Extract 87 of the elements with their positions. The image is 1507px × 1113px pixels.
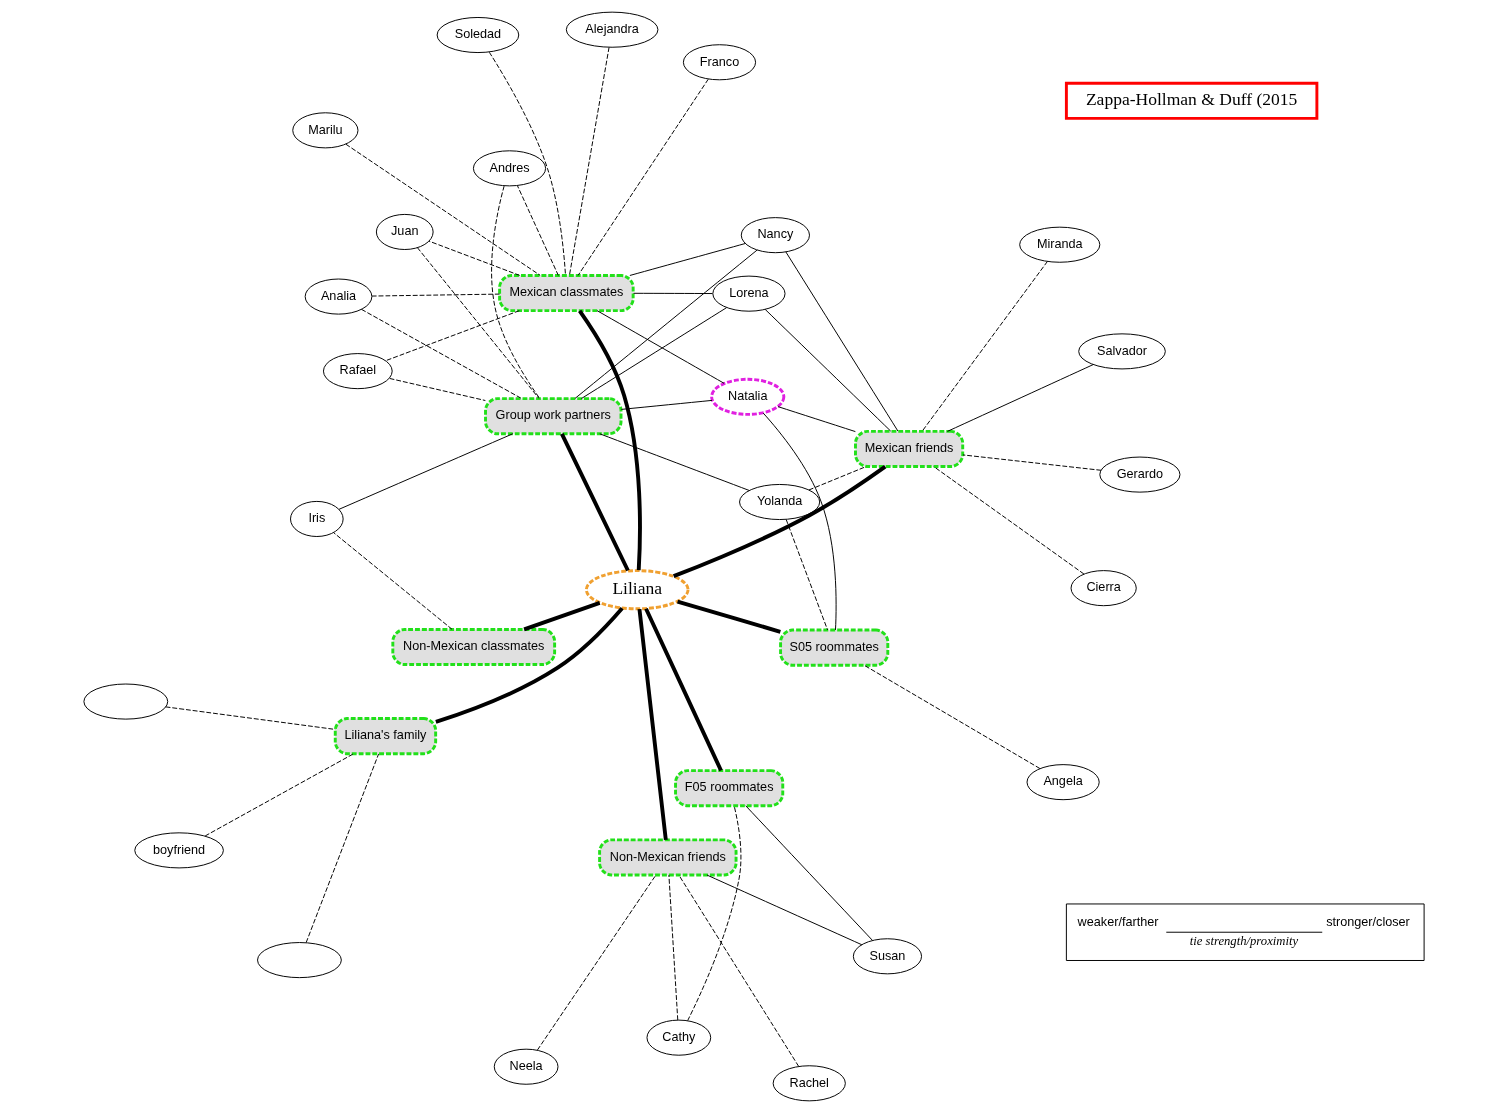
label: tie strength/proximity: [1189, 934, 1298, 949]
connector: [490, 185, 540, 399]
node-ellipse: Rachel: [772, 1065, 846, 1102]
connector: [371, 293, 500, 297]
connector: [338, 433, 513, 510]
node-box: Mexican friends: [853, 429, 964, 468]
connector: [632, 292, 713, 294]
node-ellipse: Soledad: [436, 17, 519, 54]
connector: [946, 364, 1094, 432]
label: stronger/closer: [1325, 914, 1410, 929]
node-ellipse: [256, 942, 342, 979]
node-ellipse: Rafael: [322, 353, 393, 390]
label: weaker/farther: [1077, 914, 1158, 929]
connector: [522, 601, 600, 632]
connector: [428, 240, 520, 276]
node-ellipse: Yolanda: [738, 483, 820, 521]
connector: [676, 599, 781, 634]
connector: [744, 805, 873, 941]
connector: [785, 519, 828, 631]
connector: [305, 753, 379, 943]
connector: [332, 532, 452, 630]
node-ellipse: Analia: [304, 278, 372, 315]
node-ellipse: boyfriend: [133, 832, 224, 869]
connector: [643, 607, 723, 772]
node-ellipse: Cierra: [1070, 570, 1137, 607]
node-ellipse: Salvador: [1077, 333, 1166, 370]
node-ellipse: Lorena: [711, 275, 785, 312]
connector: [672, 465, 886, 578]
connector: [516, 185, 559, 276]
connector: [637, 608, 668, 841]
node-ellipse: Franco: [682, 44, 756, 81]
node-ellipse: Nancy: [740, 217, 810, 254]
node-box: Non-Mexican classmates: [390, 628, 556, 666]
connector: [762, 412, 837, 631]
node-box: Non-Mexican friends: [597, 838, 737, 877]
node-ellipse: Andres: [472, 150, 546, 187]
connector: [204, 753, 354, 837]
connector: [416, 247, 539, 399]
connector: [577, 309, 642, 571]
connector: [568, 46, 610, 276]
connector: [686, 805, 741, 1022]
node-ellipse: Alejandra: [565, 11, 658, 48]
node-ellipse: Marilu: [291, 112, 358, 149]
node-ellipse: Angela: [1026, 764, 1100, 801]
node-box: Liliana's family: [333, 717, 437, 756]
connector: [580, 307, 727, 400]
connector: [164, 706, 336, 730]
connector: [536, 874, 656, 1051]
connector: [961, 454, 1101, 471]
connector: [344, 143, 541, 276]
node-ellipse: Gerardo: [1098, 456, 1180, 493]
connector: [667, 874, 678, 1021]
node-ellipse: Juan: [375, 213, 434, 250]
node-ellipse: Natalia: [709, 377, 785, 416]
connector: [388, 377, 486, 401]
node-box: S05 roommates: [778, 628, 889, 667]
connector: [777, 406, 856, 433]
node-box: F05 roommates: [673, 769, 784, 808]
node-ellipse: [82, 683, 168, 720]
connector: [620, 399, 713, 410]
connector: [705, 874, 862, 946]
node-ellipse: Cathy: [646, 1019, 711, 1056]
connector: [577, 78, 709, 276]
connector: [559, 433, 630, 572]
node-box: Zappa-Hollman & Duff (2015: [1064, 81, 1318, 120]
connector: [784, 251, 898, 432]
connector: [598, 433, 750, 491]
node-ellipse: Susan: [852, 938, 922, 975]
node-ellipse: Miranda: [1018, 226, 1100, 263]
connector: [488, 51, 566, 276]
connector: [573, 249, 758, 399]
connector: [764, 308, 891, 432]
connector: [678, 874, 799, 1067]
connector: [434, 606, 624, 724]
connector: [596, 310, 724, 384]
node-box: Group work partners: [483, 397, 622, 436]
connector: [808, 466, 867, 491]
node-ellipse: Iris: [289, 500, 344, 537]
connector: [628, 242, 746, 276]
node-ellipse: Neela: [493, 1048, 558, 1085]
connector: [932, 466, 1084, 575]
node-box: Mexican classmates: [497, 274, 635, 313]
connector: [863, 664, 1040, 769]
node-ellipse: Liliana: [584, 569, 689, 611]
connector: [921, 260, 1048, 432]
connector: [360, 308, 522, 399]
connector: [384, 310, 520, 362]
